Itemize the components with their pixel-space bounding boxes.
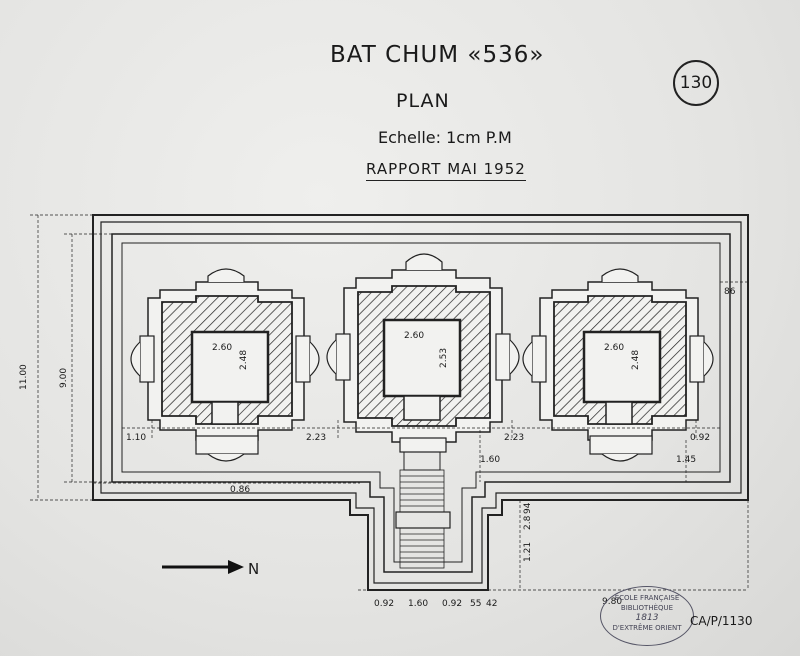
dim-right-wall: 86	[724, 287, 736, 297]
dimension-lines	[30, 214, 749, 591]
dim-bottom-a: 0.92	[374, 599, 394, 609]
entrance-stairs	[395, 449, 451, 569]
left-room-depth: 2.48	[239, 350, 249, 370]
dim-stair-a: 1.21	[523, 542, 533, 562]
north-arrow-icon	[162, 560, 244, 574]
dim-right-front: 1.45	[676, 455, 696, 465]
drawing-scale: Echelle: 1cm P.M	[378, 128, 512, 147]
left-room-width: 2.60	[212, 343, 232, 353]
dim-bottom-d: 55	[470, 599, 481, 609]
dim-right-gap: 0.92	[690, 433, 710, 443]
tower-right	[522, 268, 714, 462]
dim-bottom-c: 0.92	[442, 599, 462, 609]
dim-total-depth: 11.00	[19, 364, 29, 390]
report-date: RAPPORT MAI 1952	[366, 160, 526, 181]
dim-gap-left-center: 2.23	[306, 433, 326, 443]
stamp-line1: ÉCOLE FRANÇAISE	[614, 594, 680, 602]
stamp-line2: BIBLIOTHÈQUE	[620, 604, 674, 612]
right-room-width: 2.60	[604, 343, 624, 353]
dim-wall-bottom: 0.86	[230, 485, 250, 495]
sheet-number: 130	[673, 60, 719, 106]
dim-bottom-b: 1.60	[408, 599, 428, 609]
tower-center	[326, 253, 520, 453]
center-room-depth: 2.53	[439, 348, 449, 368]
dim-gap-center-right: 2.23	[504, 433, 524, 443]
drawing-title: BAT CHUM «536»	[330, 42, 545, 68]
archive-reference: CA/P/1130	[690, 614, 753, 628]
north-label: N	[248, 560, 260, 578]
right-room-depth: 2.48	[631, 350, 641, 370]
dim-left-gap: 1.10	[126, 433, 146, 443]
dim-center-front: 1.60	[480, 455, 500, 465]
center-room-width: 2.60	[404, 331, 424, 341]
stamp-line3: 1813	[635, 613, 659, 623]
drawing-subtitle: PLAN	[396, 90, 450, 112]
dim-stair-c: 94	[523, 502, 533, 514]
dim-stair-b: 2.8	[523, 515, 533, 530]
stamp-line4: D'EXTRÊME ORIENT	[612, 624, 682, 632]
tower-left	[130, 268, 320, 462]
library-stamp: ÉCOLE FRANÇAISE BIBLIOTHÈQUE 1813 D'EXTR…	[600, 586, 694, 646]
dim-inner-depth: 9.00	[59, 368, 69, 388]
dim-bottom-e: 42	[486, 599, 497, 609]
